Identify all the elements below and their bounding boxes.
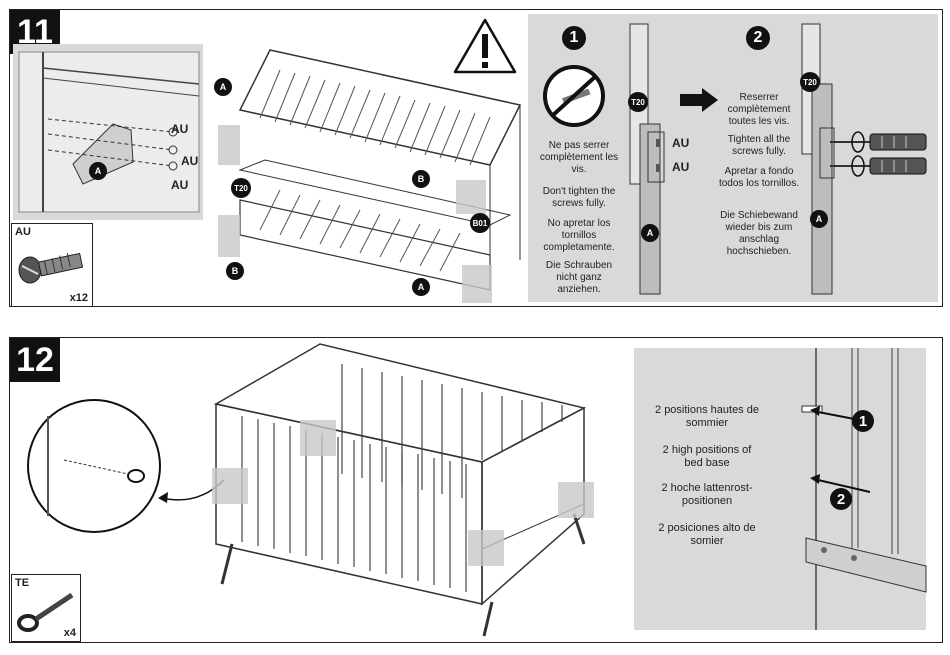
stage-1-au-2: AU [672,160,690,174]
next-step-arrow-icon [680,88,718,112]
eye-bolt-icon [17,592,74,632]
stage-1-au-1: AU [672,136,690,150]
hardware-au-box: AU x12 [11,223,93,307]
stage-2-tool-badge: T20 [800,72,820,92]
screwdriver-icon [830,131,927,177]
positions-text-en: 2 high positions of bed base [662,444,752,469]
step-11-panel: 11 AU AU AU A AU [9,9,943,307]
au-label-1: AU [171,122,189,136]
hardware-au-qty: x12 [69,292,88,304]
bed-base-detail-drawing [801,348,927,630]
position-1-marker: 1 [852,410,874,432]
crib-drawing [212,343,594,637]
stage-2-text-es: Apretar a fondo todos los tornillos. [718,166,800,189]
au-label-3: AU [171,178,189,192]
part-b-right-badge: B [412,170,430,188]
positions-text-de: 2 hoche lattenrost-positionen [661,482,753,507]
stage-2-part-badge: A [810,210,828,228]
step-12-number: 12 [10,338,60,382]
stage-2-text-fr: Reserrer complètement toutes les vis. [727,92,791,127]
stage-1-tool-badge: T20 [628,92,648,112]
detail-zoom-circle [27,399,161,533]
stage-2-marker: 2 [746,26,770,50]
stage-2-text-en: Tighten all the screws fully. [727,134,791,157]
hardware-te-code: TE [15,577,30,589]
hardware-te-qty: x4 [63,627,76,639]
part-a-top-badge: A [214,78,232,96]
no-screwdriver-icon [543,65,605,127]
stage-1-text-de: Die Schrauben nicht ganz anziehen. [545,260,613,295]
au-label-2: AU [181,154,199,168]
stage-1-post-drawing [629,23,665,295]
stage-1-text-fr: Ne pas serrer complètement les vis. [539,140,619,175]
warning-icon [453,18,517,74]
tool-t20-badge: T20 [231,178,251,198]
part-b01-badge: B01 [470,213,490,233]
part-a-bottom-badge: A [412,278,430,296]
positions-text-fr: 2 positions hautes de sommier [655,404,759,429]
screw-detail-drawing [18,51,200,213]
positions-text-es: 2 posiciones alto de somier [658,522,756,547]
stage-1-text-en: Don't tighten the screws fully. [542,186,616,209]
step-12-panel: 12 TE [9,337,943,643]
screw-detail-inset: AU AU AU A [13,44,203,220]
crib-base-drawing [218,49,522,303]
screw-icon [18,252,84,284]
tightening-instructions-panel: 1 Ne pas serrer complètement les vis. Do… [528,14,938,302]
stage-1-marker: 1 [562,26,586,50]
bed-base-positions-panel: 2 positions hautes de sommier 2 high pos… [634,348,927,630]
stage-1-part-badge: A [641,224,659,242]
hardware-au-code: AU [15,226,31,238]
part-b-left-badge: B [226,262,244,280]
part-a-badge: A [89,162,107,180]
stage-2-text-de: Die Schiebewand wieder bis zum anschlag … [720,210,798,257]
hardware-te-box: TE x4 [11,574,81,642]
position-2-marker: 2 [830,488,852,510]
stage-1-text-es: No apretar los tornillos completamente. [543,218,615,253]
